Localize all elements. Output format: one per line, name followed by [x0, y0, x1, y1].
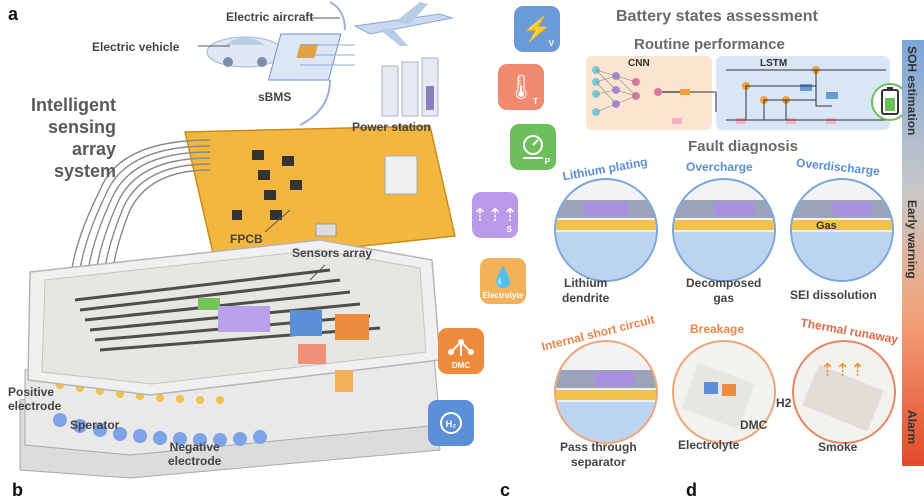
flame-icon: ⇡⇡⇡: [820, 360, 866, 380]
strain-sensor-tile: ⇡⇡⇡ S: [472, 192, 518, 238]
pressure-sensor-tile: P: [510, 124, 556, 170]
separator-label: Sperator: [70, 418, 120, 432]
panel-label-c: c: [500, 480, 511, 500]
car-icon: [206, 36, 284, 68]
fault-title-breakage: Breakage: [690, 322, 745, 336]
temperature-sensor-tile: 🌡 T: [498, 64, 544, 110]
fault-caption-breakage: Electrolyte: [678, 438, 740, 452]
svg-text:H₂: H₂: [446, 419, 457, 429]
hydrogen-sensor-tile: H₂: [428, 400, 474, 446]
negative-electrode-label: Negative electrode: [168, 440, 222, 468]
positive-electrode-label: Positive electrode: [8, 385, 62, 413]
system-title: Intelligent sensing array system: [8, 94, 116, 182]
fault-circle-breakage: [672, 340, 776, 444]
electrolyte-sensor-tile: 💧 Electrolyte: [480, 258, 526, 304]
panel-label-d: d: [686, 480, 697, 500]
sensor-pad-purple: [218, 306, 270, 332]
sensor-pad-blue: [290, 310, 322, 336]
gas-label: Gas: [816, 220, 837, 232]
cnn-box: [586, 56, 712, 130]
sensor-pad-orange: [335, 314, 369, 340]
hydrogen-icon: H₂: [440, 412, 462, 434]
fault-title-overcharge: Overcharge: [686, 160, 753, 174]
cnn-label: CNN: [628, 58, 650, 69]
strain-icon: ⇡⇡⇡: [472, 204, 518, 225]
fault-circle-overcharge: [672, 178, 776, 282]
sensor-pad-yellow: [335, 370, 353, 392]
status-gradient-bar: [902, 40, 924, 466]
sensor-pad-green: [198, 298, 220, 310]
electrolyte-drop-icon: 💧: [490, 266, 516, 289]
panel-label-a: a: [8, 4, 19, 24]
voltage-icon: ⚡: [522, 15, 552, 43]
fault-caption-internal-short-circuit: Pass through separator: [560, 440, 637, 469]
fault-title-overdischarge: Overdischarge: [795, 155, 881, 179]
battery-states-title: Battery states assessment: [616, 8, 818, 25]
h2-label: H2: [776, 396, 792, 410]
electric-aircraft-label: Electric aircraft: [226, 10, 314, 24]
title-line-1: Intelligent: [31, 95, 116, 115]
panel-label-b: b: [12, 480, 23, 500]
fault-diagnosis-title: Fault diagnosis: [688, 138, 799, 155]
sensors-array-label: Sensors array: [292, 246, 373, 260]
fault-caption-lithium-plating: Lithium dendrite: [562, 276, 610, 305]
fault-circle-lithium-plating: [554, 178, 658, 282]
negative-electrode-particles: [53, 413, 267, 447]
sensor-pad-red: [298, 344, 326, 364]
dmc-molecule-icon: [448, 339, 474, 356]
fault-caption-overdischarge: SEI dissolution: [790, 288, 877, 302]
alarm-label: Alarm: [905, 410, 919, 445]
fault-caption-thermal-runaway: Smoke: [818, 440, 858, 454]
soh-estimation-label: SOH estimation: [905, 46, 919, 136]
title-line-3: system: [53, 161, 116, 181]
sbms-label: sBMS: [258, 90, 292, 104]
fpcb-board: [184, 125, 456, 263]
title-line-2: sensing array: [47, 117, 116, 159]
fault-circle-overdischarge: Gas: [790, 178, 894, 282]
sbms-chip-icon: [267, 33, 355, 81]
lstm-label: LSTM: [760, 58, 788, 69]
battery-icon: [871, 83, 906, 121]
battery-system-illustration: [19, 1, 456, 479]
fault-circle-internal-short-circuit: [554, 340, 658, 444]
lstm-box: [716, 56, 890, 130]
pressure-gauge-icon: [523, 135, 543, 159]
power-station-icon: [381, 57, 439, 117]
power-station-label: Power station: [352, 120, 431, 134]
neural-network-diagram: [592, 66, 906, 124]
early-warning-label: Early warning: [905, 200, 919, 279]
routine-performance-title: Routine performance: [634, 36, 785, 53]
electric-vehicle-label: Electric vehicle: [92, 40, 180, 54]
thermometer-icon: 🌡: [505, 73, 537, 101]
fault-circle-thermal-runaway: ⇡⇡⇡: [792, 340, 896, 444]
dmc-sensor-tile: DMC: [438, 328, 484, 374]
aircraft-icon: [353, 2, 454, 46]
voltage-sensor-tile: ⚡ V: [514, 6, 560, 52]
fault-caption-overcharge: Decomposed gas: [686, 276, 762, 305]
dmc-label: DMC: [740, 418, 768, 432]
fpcb-label: FPCB: [230, 232, 263, 246]
